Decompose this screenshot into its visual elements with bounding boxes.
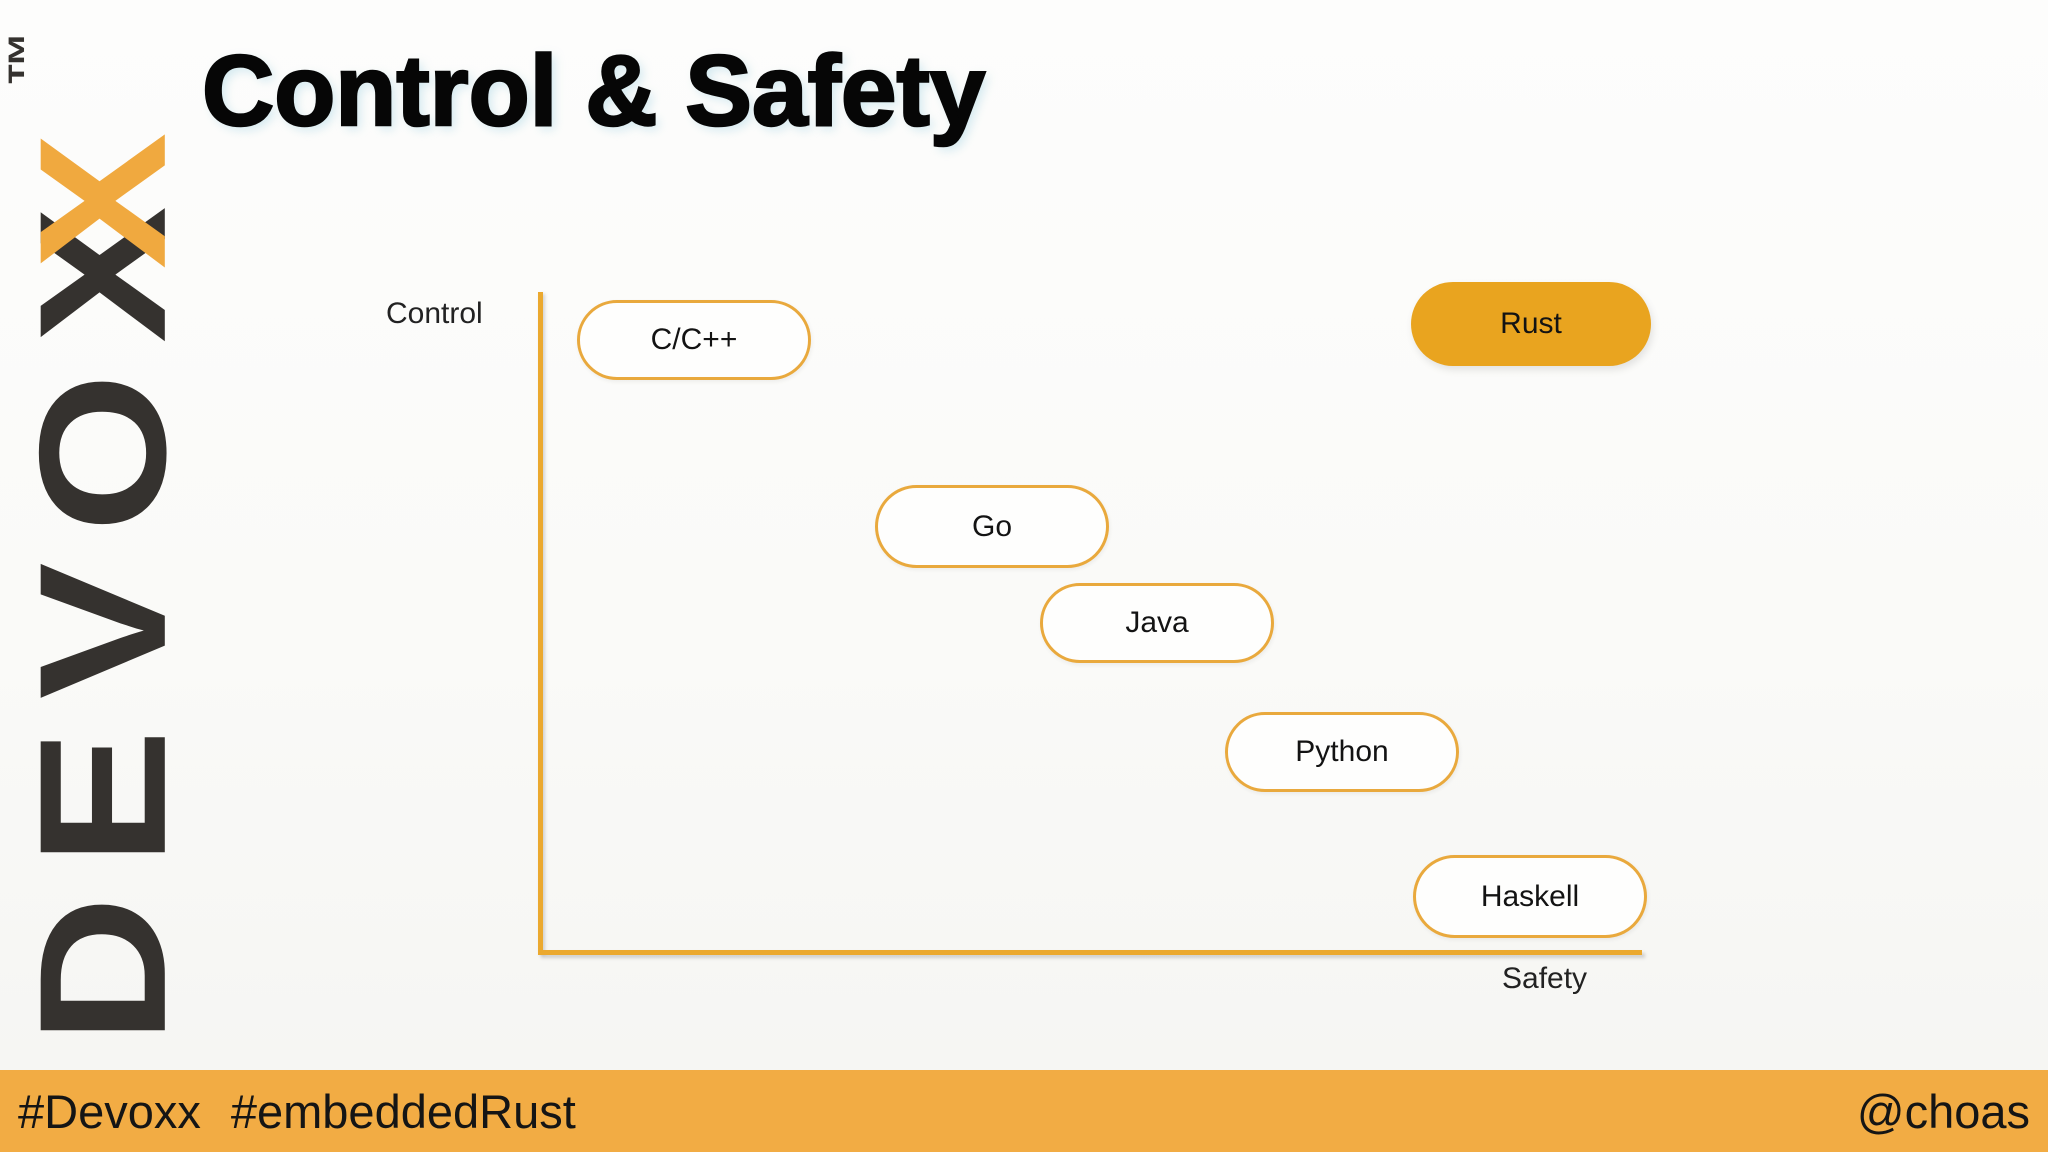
footer-hashtags: #Devoxx #embeddedRust [18,1084,576,1139]
lang-pill-rust: Rust [1411,282,1651,366]
y-axis-label: Control [386,297,483,330]
slide-title: Control & Safety [201,34,987,149]
lang-pill-cpp: C/C++ [577,300,811,380]
lang-pill-python: Python [1225,712,1459,792]
x-axis-line [538,950,1642,955]
lang-pill-go: Go [875,485,1109,568]
twitter-handle: @choas [1856,1084,2030,1138]
x-axis-label: Safety [1502,962,1588,995]
y-axis-line [538,292,543,953]
hashtag-devoxx: #Devoxx [18,1084,201,1138]
lang-pill-haskell: Haskell [1413,855,1647,938]
hashtag-embeddedrust: #embeddedRust [230,1084,576,1138]
lang-pill-java: Java [1040,583,1274,663]
footer-bar: #Devoxx #embeddedRust @choas [0,1070,2048,1152]
